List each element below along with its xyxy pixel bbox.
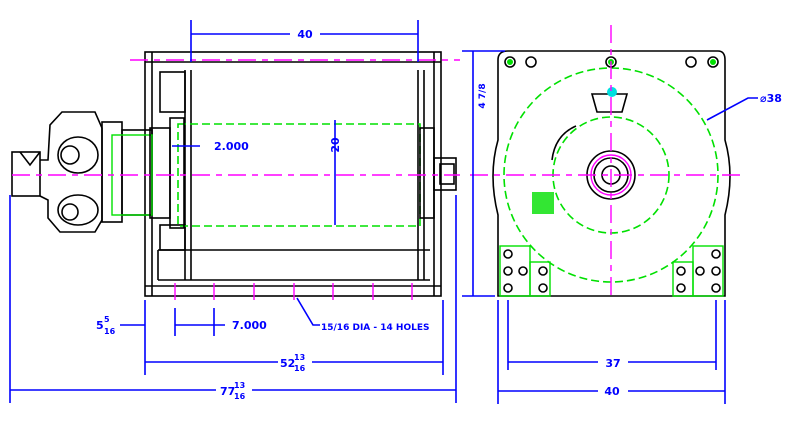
motor bbox=[11, 111, 171, 233]
dim-left-offset-num: 5 bbox=[104, 315, 110, 324]
dim-drum-diameter: 20 bbox=[329, 137, 342, 153]
dim-frame-length-den: 16 bbox=[294, 364, 306, 373]
dim-end-height: 4 7/8 bbox=[478, 83, 488, 108]
dim-flange-offset: 2.000 bbox=[214, 140, 249, 153]
dim-bolt-span: 37 bbox=[605, 357, 620, 370]
dim-flange-dia: ⌀38 bbox=[760, 92, 782, 105]
dim-drum-length: 40 bbox=[297, 28, 313, 41]
bolt-holes bbox=[499, 56, 724, 297]
dim-frame-length-whole: 52 bbox=[280, 357, 295, 370]
dim-overall-length-whole: 77 bbox=[220, 385, 235, 398]
dim-left-offset-whole: 5 bbox=[96, 319, 104, 332]
end-view: 4 7/8 ⌀38 37 40 bbox=[462, 25, 782, 404]
dim-base-width: 40 bbox=[604, 385, 620, 398]
frame-outline bbox=[144, 51, 442, 297]
flange-circle bbox=[503, 67, 719, 283]
dim-frame-length-num: 13 bbox=[294, 353, 305, 362]
holes-note: 15/16 DIA - 14 HOLES bbox=[321, 323, 429, 333]
mounting-holes bbox=[174, 283, 413, 300]
dim-hole-spacing: 7.000 bbox=[232, 319, 267, 332]
dim-left-offset-den: 16 bbox=[104, 327, 116, 336]
side-view: 40 2.000 20 5 5 16 7.000 15/16 DIA - 14 … bbox=[9, 20, 460, 403]
end-plate-outline bbox=[492, 50, 731, 297]
dim-overall-length-den: 16 bbox=[234, 392, 246, 401]
dim-overall-length-num: 13 bbox=[234, 381, 245, 390]
